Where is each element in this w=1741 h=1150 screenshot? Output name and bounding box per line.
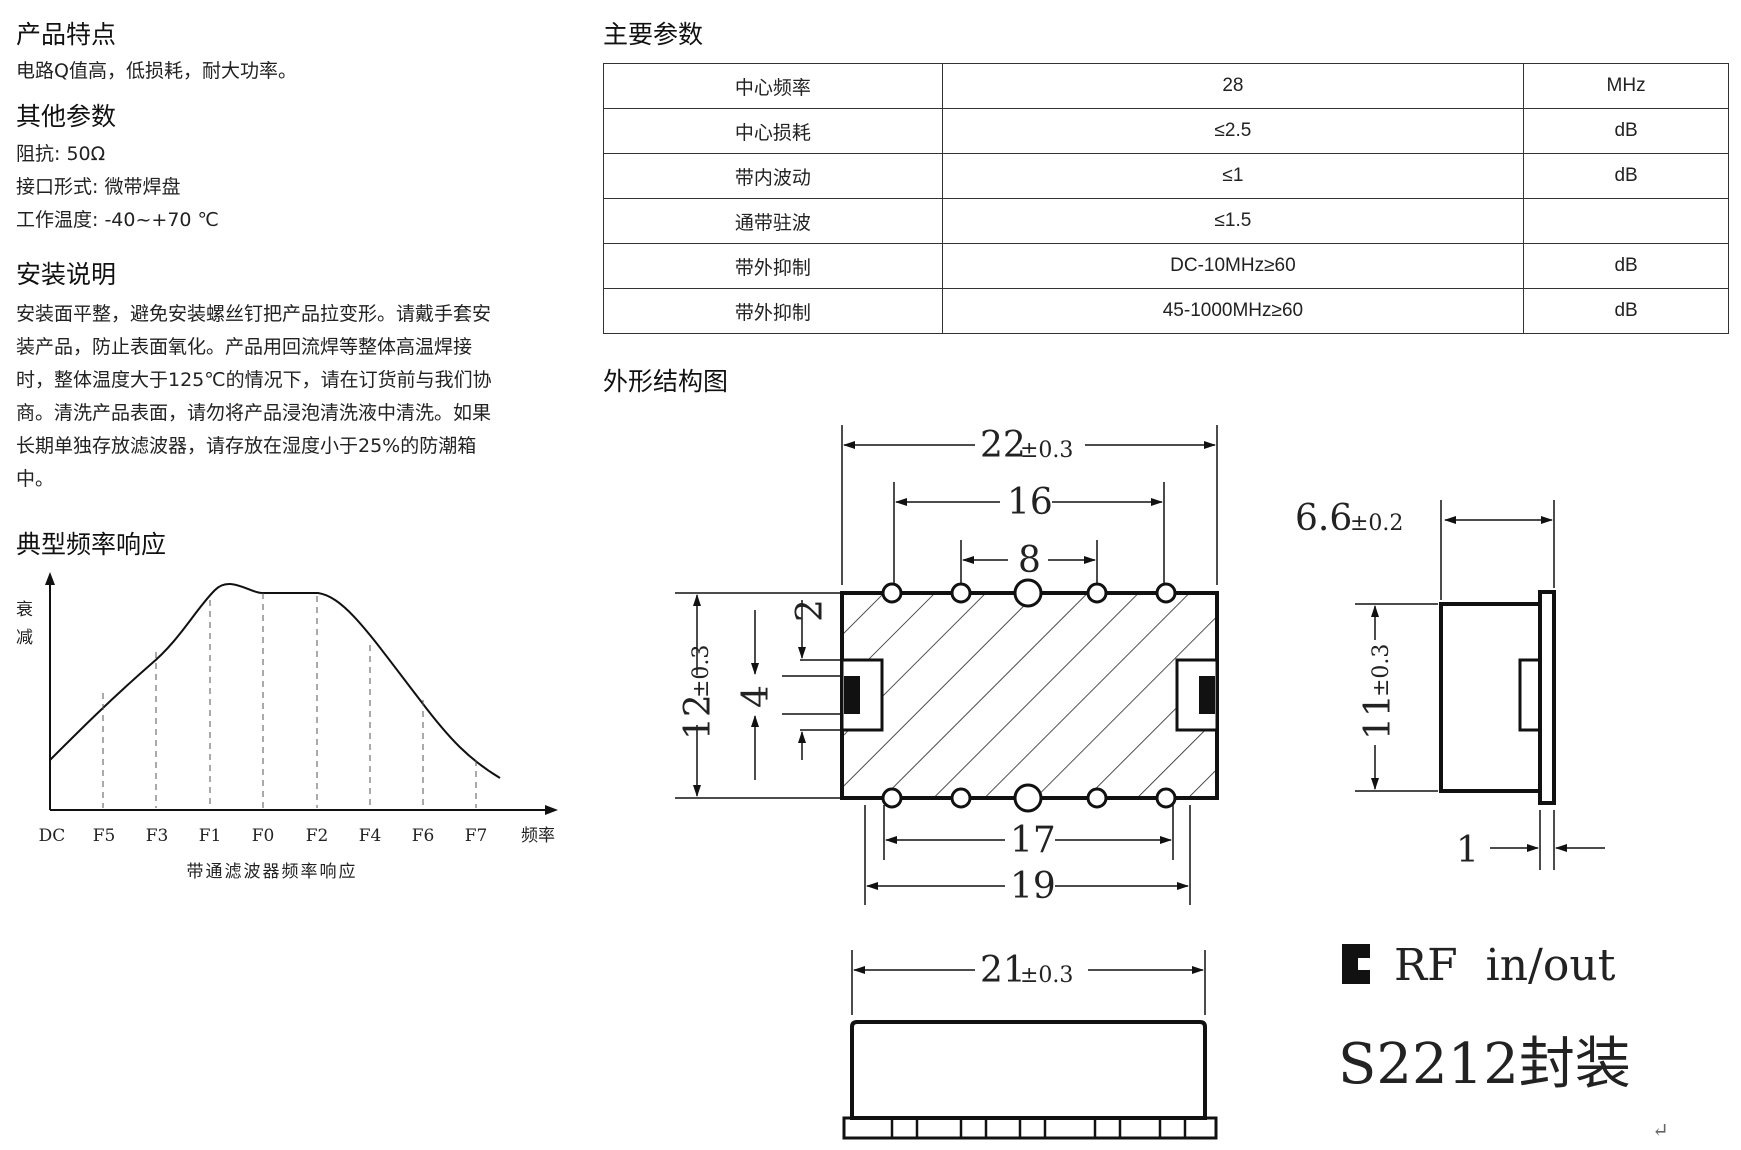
dim-21-tol: ±0.3 [1020, 963, 1073, 988]
x-tick-label: F5 [93, 826, 116, 846]
frequency-response-diagram: 衰 减 DC F5 F3 F1 F0 F2 F4 F6 F7 频率 带通滤波器频… [16, 572, 558, 882]
outline-heading: 外形结构图 [603, 367, 729, 396]
param-unit-cell: dB [1523, 108, 1729, 154]
y-axis-label-top: 衰 [16, 600, 33, 620]
y-axis-label-bottom: 减 [16, 628, 33, 648]
features-text: 电路Q值高，低损耗，耐大功率。 [16, 60, 297, 82]
package-label: S2212封装 [1338, 1032, 1631, 1097]
param-unit-cell: MHz [1523, 63, 1729, 109]
main-params-heading: 主要参数 [603, 20, 704, 49]
dim-19: 19 [1010, 866, 1056, 907]
dim-11: 11 [1358, 694, 1399, 740]
other-params-heading: 其他参数 [16, 102, 117, 131]
install-heading: 安装说明 [16, 260, 117, 289]
x-tick-label: F3 [146, 826, 169, 846]
param-name-cell: 中心频率 [603, 63, 943, 109]
dim-6-6: 6.6 [1295, 498, 1352, 539]
install-line: 时，整体温度大于125℃的情况下，请在订货前与我们协 [16, 369, 492, 391]
dim-12: 12 [678, 694, 719, 740]
param-unit-cell: dB [1523, 153, 1729, 199]
param-value-cell: ≤1.5 [941, 198, 1525, 244]
install-line: 安装面平整，避免安装螺丝钉把产品拉变形。请戴手套安 [16, 303, 492, 325]
x-axis-unit: 频率 [521, 826, 555, 846]
param-value-cell: DC-10MHz≥60 [941, 243, 1525, 289]
dim-11-tol: ±0.3 [1369, 644, 1394, 697]
table-row: 带外抑制 DC-10MHz≥60 dB [603, 243, 1729, 289]
table-row: 带外抑制 45-1000MHz≥60 dB [603, 288, 1729, 334]
main-params-table: 中心频率 28 MHz 中心损耗 ≤2.5 dB 带内波动 ≤1 dB 通带驻波… [603, 63, 1729, 334]
x-tick-label: F2 [306, 826, 329, 846]
param-unit-cell: dB [1523, 243, 1729, 289]
param-name-cell: 通带驻波 [603, 198, 943, 244]
outline-drawing: 22 ±0.3 16 8 2 4 12 ±0.3 17 19 6.6 ±0.2 … [675, 425, 1669, 1142]
dim-16: 16 [1007, 482, 1053, 523]
x-tick-label: F6 [412, 826, 435, 846]
response-heading: 典型频率响应 [16, 530, 167, 559]
return-mark: ↵ [1652, 1118, 1669, 1142]
param-name-cell: 带内波动 [603, 153, 943, 199]
install-line: 中。 [16, 468, 55, 490]
param-name-cell: 带外抑制 [603, 288, 943, 334]
table-row: 中心损耗 ≤2.5 dB [603, 108, 1729, 154]
side-view [1439, 590, 1556, 805]
param-value-cell: 28 [941, 63, 1525, 109]
interface-line: 接口形式: 微带焊盘 [16, 176, 181, 198]
dim-21: 21 [980, 950, 1026, 991]
x-tick-label: F1 [199, 826, 222, 846]
table-row: 带内波动 ≤1 dB [603, 153, 1729, 199]
top-view [840, 578, 1219, 813]
dim-4: 4 [736, 685, 777, 708]
dim-6-6-tol: ±0.2 [1350, 511, 1403, 536]
param-unit-cell: dB [1523, 288, 1729, 334]
param-name-cell: 中心损耗 [603, 108, 943, 154]
dim-12-tol: ±0.3 [689, 645, 714, 698]
dim-2: 2 [790, 599, 831, 622]
install-line: 装产品，防止表面氧化。产品用回流焊等整体高温焊接 [16, 336, 473, 358]
param-name-cell: 带外抑制 [603, 243, 943, 289]
x-tick-label: F4 [359, 826, 382, 846]
x-tick-label: DC [39, 826, 66, 846]
install-line: 商。清洗产品表面，请勿将产品浸泡清洗液中清洗。如果 [16, 402, 492, 424]
dim-1: 1 [1456, 830, 1479, 871]
param-unit-cell [1523, 198, 1729, 244]
table-row: 通带驻波 ≤1.5 [603, 198, 1729, 244]
x-tick-label: F0 [252, 826, 275, 846]
table-row: 中心频率 28 MHz [603, 63, 1729, 109]
dim-22: 22 [980, 425, 1026, 466]
temperature-line: 工作温度: -40~+70 ℃ [16, 209, 219, 231]
rf-in-out-legend: RF in/out [1394, 940, 1616, 991]
diagram-caption: 带通滤波器频率响应 [187, 862, 358, 882]
impedance-line: 阻抗: 50Ω [16, 143, 106, 165]
dim-8: 8 [1018, 540, 1041, 581]
param-value-cell: 45-1000MHz≥60 [941, 288, 1525, 334]
features-heading: 产品特点 [16, 20, 117, 49]
rf-port-icon [1342, 944, 1370, 984]
param-value-cell: ≤2.5 [941, 108, 1525, 154]
dim-17: 17 [1010, 820, 1056, 861]
x-tick-label: F7 [465, 826, 488, 846]
param-value-cell: ≤1 [941, 153, 1525, 199]
bottom-view [842, 1020, 1218, 1140]
dim-22-tol: ±0.3 [1020, 438, 1073, 463]
install-line: 长期单独存放滤波器，请存放在湿度小于25%的防潮箱 [16, 435, 477, 457]
